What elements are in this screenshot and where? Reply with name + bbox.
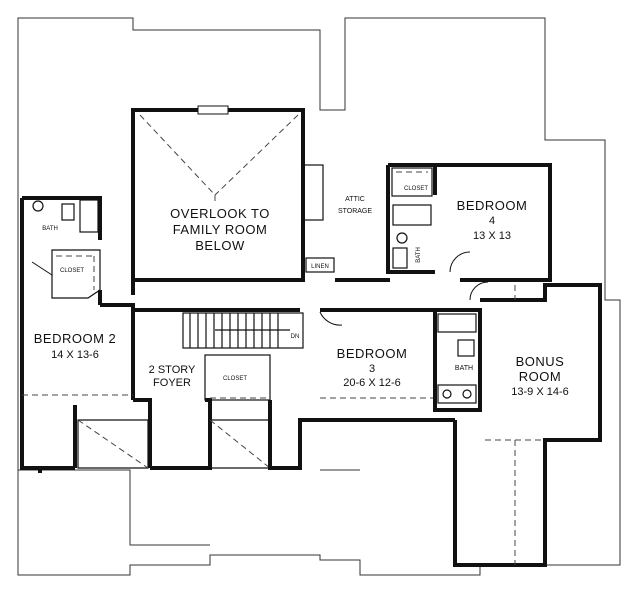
- overlook-room: OVERLOOK TO FAMILY ROOM BELOW LINEN: [131, 105, 335, 282]
- hall: DN: [98, 278, 390, 349]
- overlook-label-3: BELOW: [195, 238, 245, 253]
- bedroom4-name: BEDROOM: [457, 198, 528, 213]
- bonus-label-2: ROOM: [519, 369, 561, 384]
- bedroom3-num: 3: [369, 363, 375, 375]
- bonus-dims: 13-9 X 14-6: [511, 386, 568, 398]
- right-bath: BATH: [433, 308, 482, 412]
- foyer-label-1: 2 STORY: [149, 364, 196, 376]
- foyer: 2 STORY FOYER CLOSET: [73, 354, 271, 470]
- overlook-label-1: OVERLOOK TO: [170, 206, 270, 221]
- bedroom-4: BEDROOM 4 13 X 13 CLOSET BATH: [386, 163, 552, 282]
- bedroom-3: BEDROOM 3 20-6 X 12-6: [268, 308, 455, 470]
- left-bath: BATH CLOSET: [20, 196, 102, 299]
- bedroom3-dims: 20-6 X 12-6: [343, 377, 400, 389]
- bedroom4-dims: 13 X 13: [473, 230, 511, 242]
- overlook-label-2: FAMILY ROOM: [173, 222, 268, 237]
- roof-outline: [17, 17, 621, 576]
- bedroom-2: BEDROOM 2 14 X 13-6: [20, 250, 135, 473]
- stair-dn-label: DN: [291, 334, 300, 340]
- attic-storage: ATTIC STORAGE: [338, 196, 372, 215]
- bedroom2-name: BEDROOM 2: [34, 331, 117, 346]
- bedroom4-bath-label: BATH: [416, 247, 422, 263]
- bedroom4-num: 4: [489, 215, 495, 227]
- left-closet-label: CLOSET: [60, 268, 84, 274]
- attic-label-1: ATTIC: [345, 196, 365, 203]
- bonus-label-1: BONUS: [516, 354, 565, 369]
- foyer-label-2: FOYER: [153, 377, 191, 389]
- attic-label-2: STORAGE: [338, 208, 372, 215]
- bedroom3-name: BEDROOM: [337, 346, 408, 361]
- right-bath-label: BATH: [455, 365, 473, 372]
- foyer-closet-label: CLOSET: [223, 376, 247, 382]
- bedroom2-dims: 14 X 13-6: [51, 349, 99, 361]
- bonus-room: BONUS ROOM 13-9 X 14-6: [453, 281, 602, 567]
- linen-label: LINEN: [311, 264, 329, 270]
- bedroom4-closet-label: CLOSET: [404, 186, 428, 192]
- left-bath-label: BATH: [42, 226, 58, 232]
